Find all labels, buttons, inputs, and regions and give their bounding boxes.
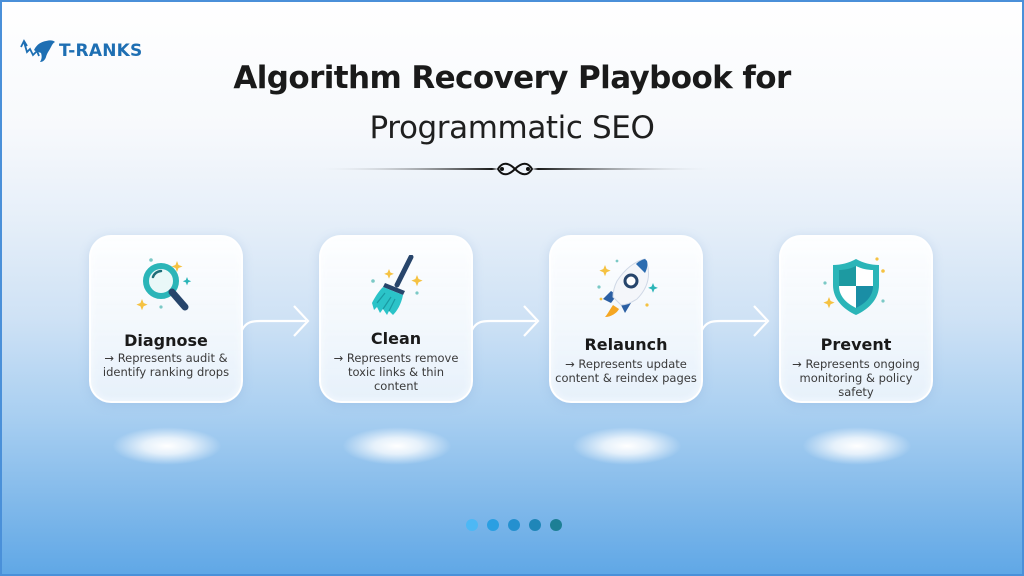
step-description: → Represents ongoing monitoring & policy… [792,357,920,399]
broom-icon [371,255,423,315]
card-reflection [342,427,452,465]
pagination-dot-5[interactable] [550,519,562,531]
card-reflection [572,427,682,465]
arrow-right-icon [701,305,770,337]
pagination-dot-2[interactable] [487,519,499,531]
magnifying-glass-icon [136,258,192,311]
pagination-dots [466,519,562,531]
brand-logo[interactable]: T-RANKS [19,38,142,64]
pagination-dot-3[interactable] [508,519,520,531]
chart-trend-bird-icon [20,39,55,62]
pagination-dot-1[interactable] [466,519,478,531]
page-title: Algorithm Recovery Playbook for [233,60,791,96]
arrow-right-icon [241,305,310,337]
step-card-diagnose[interactable]: Diagnose → Represents audit & identify r… [89,235,243,403]
step-title: Diagnose [124,331,208,350]
rocket-icon [597,258,658,317]
step-title: Prevent [820,335,892,354]
brand-name: T-RANKS [59,41,143,61]
page-subtitle: Programmatic SEO [369,110,655,146]
step-title: Clean [370,329,422,348]
step-title: Relaunch [584,335,668,354]
step-description: → Represents remove toxic links & thin c… [333,351,459,393]
card-reflection [112,427,222,465]
step-description: → Represents update content & reindex pa… [555,357,697,385]
pagination-dot-4[interactable] [529,519,541,531]
step-description: → Represents audit & identify ranking dr… [102,351,230,379]
infinity-ornament-icon [312,162,718,176]
step-card-prevent[interactable]: Prevent → Represents ongoing monitoring … [779,235,933,403]
arrow-right-icon [471,305,540,337]
shield-icon [823,257,885,315]
step-card-relaunch[interactable]: Relaunch → Represents update content & r… [549,235,703,403]
card-reflection [802,427,912,465]
step-card-clean[interactable]: Clean → Represents remove toxic links & … [319,235,473,403]
